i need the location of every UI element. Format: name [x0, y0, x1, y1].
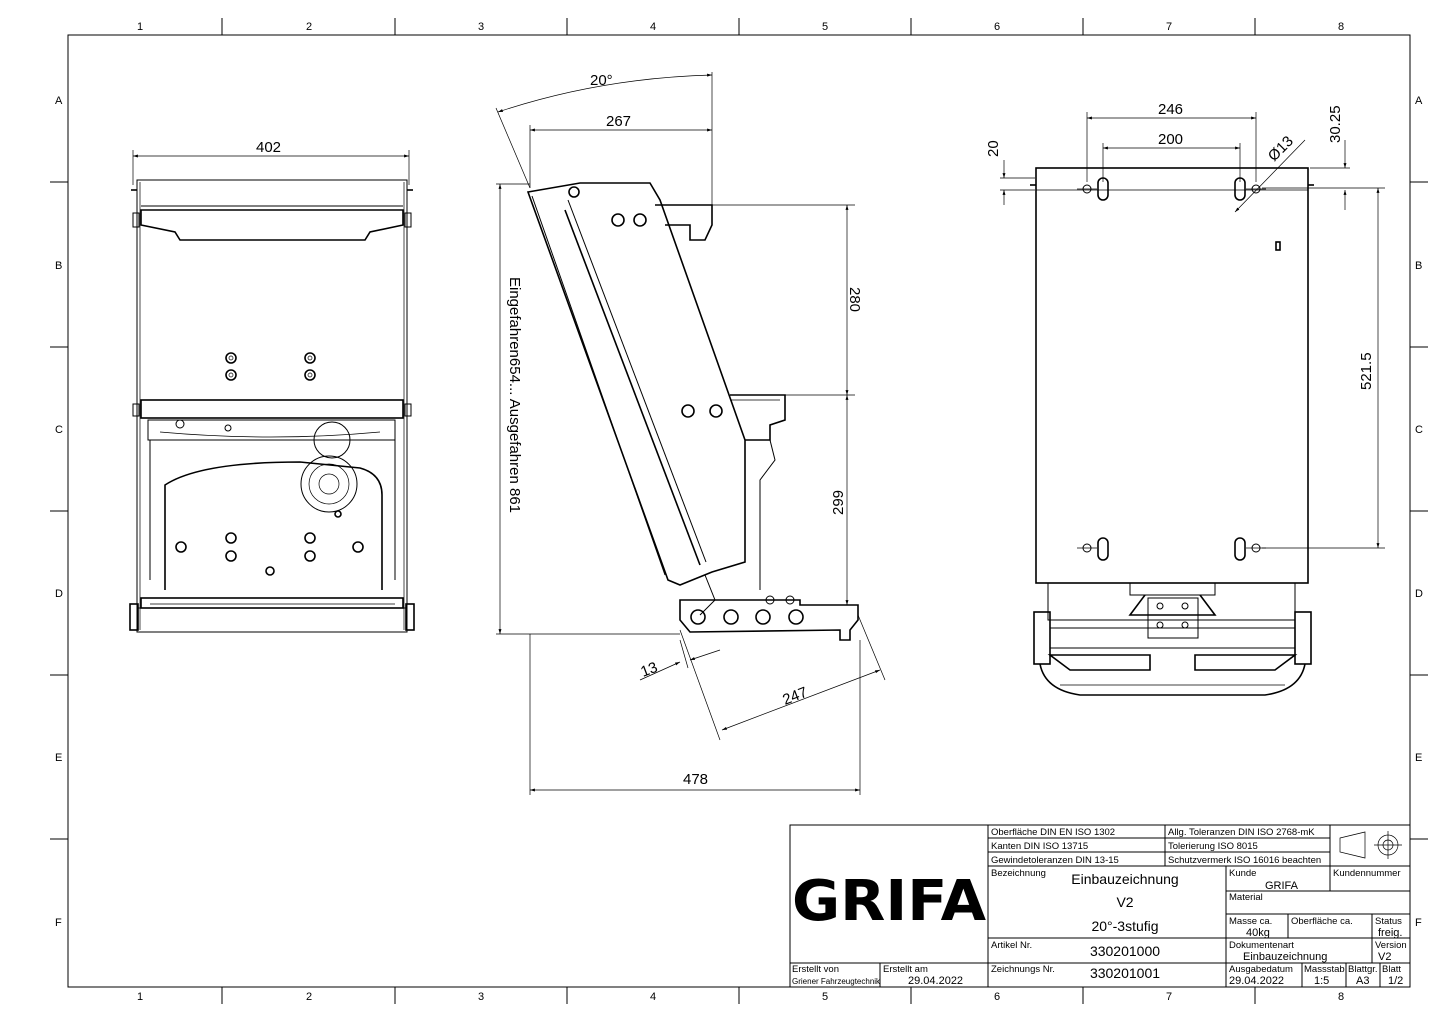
title-block: GRIFA Oberfläche DIN EN ISO 1302 Kanten …: [789, 824, 1411, 988]
label: Kunde: [1229, 868, 1256, 879]
norm-tolerance: Allg. Toleranzen DIN ISO 2768-mK: [1168, 827, 1315, 838]
col-label: 3: [478, 991, 484, 1003]
created-by: Griener Fahrzeugtechnik: [792, 977, 881, 986]
step-thick-dim: 13: [638, 659, 660, 681]
label: Bezeichnung: [991, 868, 1046, 879]
label: Erstellt am: [883, 964, 928, 975]
col-label: 8: [1338, 991, 1344, 1003]
row-label: C: [1415, 424, 1423, 436]
norm-edges: Kanten DIN ISO 13715: [991, 841, 1088, 852]
step-depth-dim: 247: [780, 684, 809, 709]
document-type: Einbauzeichnung: [1243, 951, 1327, 963]
label: Blattgr.: [1348, 964, 1378, 975]
label: Zeichnungs Nr.: [991, 964, 1055, 975]
angle-dim: 20°: [590, 72, 613, 89]
top-edge-dim: 30.25: [1327, 105, 1344, 143]
mass-value: 40kg: [1246, 927, 1270, 939]
side-bottom-dim: 478: [683, 771, 708, 788]
side-upper-dim: 280: [846, 287, 863, 312]
label: Ausgabedatum: [1229, 964, 1293, 975]
col-label: 4: [650, 991, 656, 1003]
label: Version: [1375, 940, 1407, 951]
top-outer-dim: 246: [1158, 101, 1183, 118]
col-label: 6: [994, 991, 1000, 1003]
row-label: F: [1415, 917, 1422, 929]
front-view: 402: [129, 139, 415, 633]
col-label: 7: [1166, 991, 1172, 1003]
label: Kundennummer: [1333, 868, 1401, 879]
row-label: D: [55, 588, 63, 600]
row-label: C: [55, 424, 63, 436]
customer-value: GRIFA: [1265, 880, 1299, 892]
row-label: F: [55, 917, 62, 929]
sheet-size: A3: [1356, 975, 1369, 987]
col-label: 8: [1338, 21, 1344, 33]
col-label: 1: [137, 21, 143, 33]
norm-surface: Oberfläche DIN EN ISO 1302: [991, 827, 1115, 838]
scale-value: 1:5: [1314, 975, 1329, 987]
article-number: 330201000: [1090, 943, 1160, 959]
side-height-dim: Eingefahren654... Ausgefahren 861: [506, 277, 523, 513]
label: Erstellt von: [792, 964, 839, 975]
col-label: 2: [306, 991, 312, 1003]
drawing-frame: 1 2 3 4 5 6 7 8 1 2 3 4 5 6 7 8 A B C D …: [50, 18, 1428, 1004]
label: Dokumentenart: [1229, 940, 1294, 951]
col-label: 7: [1166, 21, 1172, 33]
label: Material: [1229, 892, 1263, 903]
col-label: 1: [137, 991, 143, 1003]
row-label: D: [1415, 588, 1423, 600]
row-label: B: [1415, 260, 1422, 272]
col-label: 4: [650, 21, 656, 33]
top-offset-dim: 20: [985, 140, 1002, 157]
side-top-dim: 267: [606, 113, 631, 130]
top-inner-dim: 200: [1158, 131, 1183, 148]
col-label: 6: [994, 21, 1000, 33]
created-date: 29.04.2022: [908, 975, 963, 987]
label: Status: [1375, 916, 1402, 927]
row-label: E: [1415, 752, 1422, 764]
drawing-number: 330201001: [1090, 965, 1160, 981]
issue-date: 29.04.2022: [1229, 975, 1284, 987]
row-label: A: [1415, 95, 1423, 107]
row-label: A: [55, 95, 63, 107]
hole-dia-dim: Ø13: [1265, 133, 1297, 165]
col-label: 2: [306, 21, 312, 33]
front-width-dim: 402: [256, 139, 281, 156]
norm-protection: Schutzvermerk ISO 16016 beachten: [1168, 855, 1321, 866]
top-view: 246 200 20 Ø13 30.25 521.5: [985, 101, 1385, 696]
label: Blatt: [1382, 964, 1401, 975]
description-line-3: 20°-3stufig: [1091, 918, 1158, 934]
status-value: freig.: [1378, 927, 1402, 939]
sheet-number: 1/2: [1388, 975, 1403, 987]
row-label: B: [55, 260, 62, 272]
side-lower-dim: 299: [830, 490, 847, 515]
label: Artikel Nr.: [991, 940, 1032, 951]
top-length-dim: 521.5: [1358, 352, 1375, 390]
description-line-1: Einbauzeichnung: [1071, 871, 1178, 887]
side-view: 20° 267 Eingefahren654... Ausgefahren 86…: [495, 72, 886, 795]
row-label: E: [55, 752, 62, 764]
col-label: 5: [822, 991, 828, 1003]
grifa-logo: GRIFA: [792, 869, 987, 934]
col-label: 3: [478, 21, 484, 33]
norm-thread: Gewindetoleranzen DIN 13-15: [991, 855, 1119, 866]
description-line-2: V2: [1116, 894, 1133, 910]
version-value: V2: [1378, 951, 1391, 963]
label: Masse ca.: [1229, 916, 1272, 927]
col-label: 5: [822, 21, 828, 33]
label: Massstab: [1304, 964, 1345, 975]
norm-tolerancing: Tolerierung ISO 8015: [1168, 841, 1258, 852]
label: Oberfläche ca.: [1291, 916, 1353, 927]
